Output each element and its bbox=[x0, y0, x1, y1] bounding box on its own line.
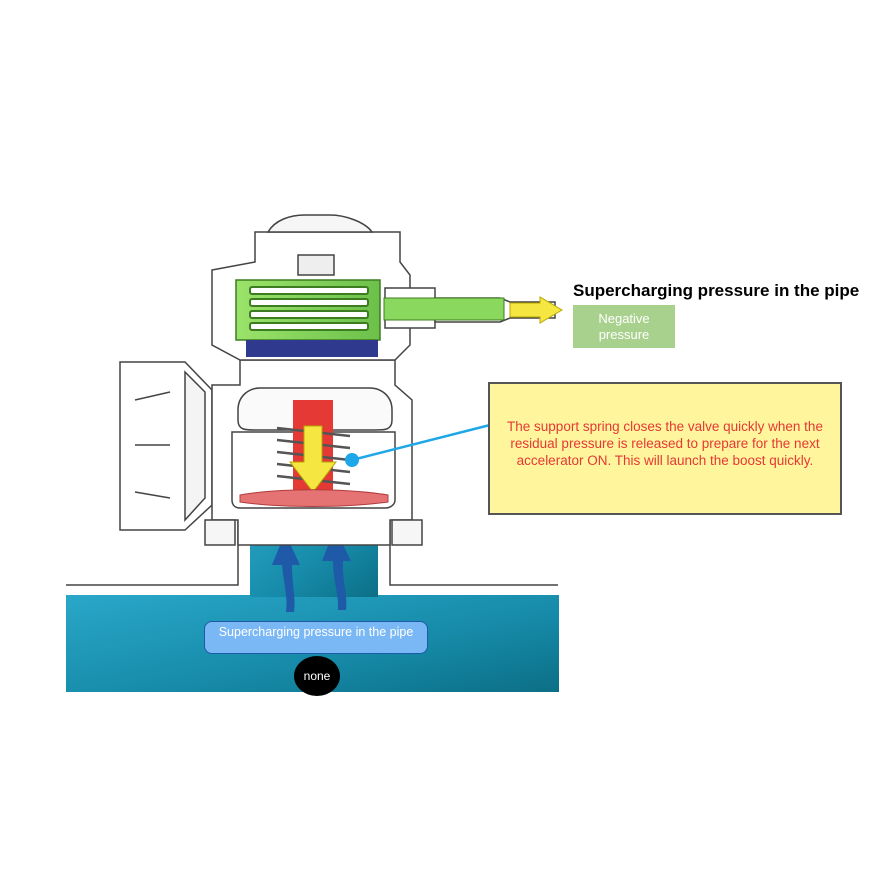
top-pressure-title: Supercharging pressure in the pipe bbox=[573, 281, 860, 300]
pipe-pressure-label: Supercharging pressure in the pipe bbox=[204, 621, 428, 654]
flow-arrow-icon bbox=[272, 528, 351, 612]
diaphragm bbox=[246, 340, 378, 357]
none-badge: none bbox=[294, 656, 340, 696]
callout-line bbox=[345, 423, 491, 467]
closing-arrow-icon bbox=[288, 425, 338, 493]
valve-head bbox=[239, 489, 389, 507]
outlet-arrow-icon bbox=[509, 296, 563, 324]
spring-note-callout: The support spring closes the valve quic… bbox=[488, 382, 842, 515]
negative-pressure-label: Negative pressure bbox=[573, 305, 675, 348]
spring-chamber bbox=[235, 279, 505, 341]
